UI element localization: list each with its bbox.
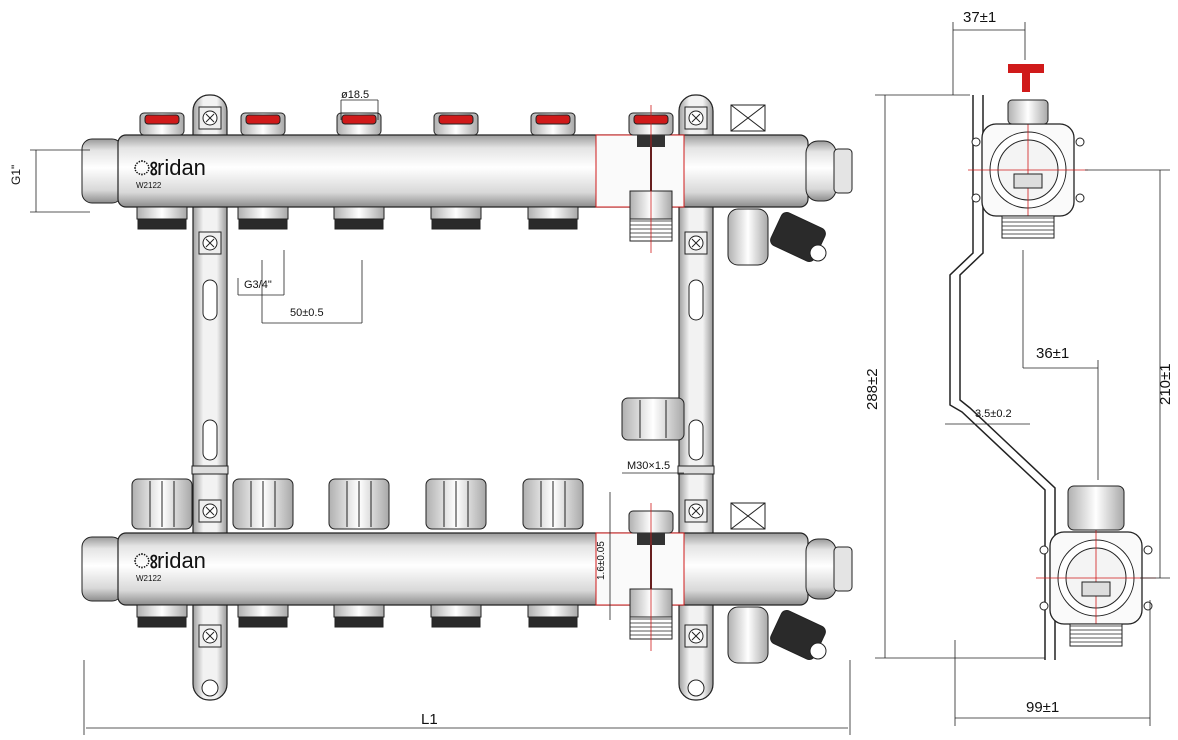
bracket-clamp (677, 465, 715, 475)
outlet-pitch-label: 50±0.5 (290, 307, 324, 319)
end-cap (805, 538, 837, 600)
outlet-thread (334, 218, 384, 230)
bolt-cross (205, 506, 215, 516)
outlet-thread (431, 218, 481, 230)
drain-cap (809, 642, 827, 660)
ridan-logo-bottom: ଃ ridan W2122 (134, 548, 206, 583)
manifold-body (117, 134, 809, 208)
bolt-cross (691, 506, 701, 516)
brand-model-top: W2122 (136, 181, 162, 190)
red-cap-top (438, 114, 474, 125)
manifold-body (117, 532, 809, 606)
outlet-thread (137, 218, 187, 230)
side-thread (1069, 623, 1123, 647)
outlet-thread (431, 616, 481, 628)
red-cap-top (535, 114, 571, 125)
red-cap-top (245, 114, 281, 125)
total-depth-label: 99±1 (1026, 699, 1059, 716)
end-cap (805, 140, 837, 202)
outlet-nut (527, 206, 579, 220)
spare-nut (621, 397, 685, 441)
bracket-slot (202, 279, 218, 321)
outlet-nut (136, 604, 188, 618)
bolt-cross (205, 113, 215, 123)
bolt-cross (691, 238, 701, 248)
side-view (949, 64, 1156, 660)
bracket-offset-label: 37±1 (963, 9, 996, 26)
bracket-thickness-label: 3.5±0.2 (975, 408, 1012, 420)
ridan-logo-icon: ଃ (134, 551, 158, 573)
outlet-thread (137, 616, 187, 628)
side-bolt (1143, 545, 1153, 555)
outlet-nut (333, 604, 385, 618)
axis-distance-label: 210±1 (1157, 363, 1174, 405)
drain-cap (809, 244, 827, 262)
inlet-nipple (81, 138, 123, 204)
outlet-thread-label: G3/4" (244, 279, 272, 291)
end-plug (833, 148, 853, 194)
brand-model-bottom: W2122 (136, 574, 162, 583)
red-cap-top (341, 114, 377, 125)
side-bracket-inner (959, 95, 1056, 660)
side-thread (1001, 215, 1055, 239)
outlet-nut (237, 206, 289, 220)
bracket-slot (688, 419, 704, 461)
outlet-thread (238, 616, 288, 628)
side-bolt (1075, 193, 1085, 203)
bolt-cross (691, 113, 701, 123)
bolt-cross (205, 238, 215, 248)
outlet-thread (238, 218, 288, 230)
bracket-slot (688, 279, 704, 321)
side-bolt (1039, 545, 1049, 555)
t-handle-icon (1008, 64, 1044, 92)
side-flowmeter-nut (1067, 485, 1125, 531)
bolt-cross (205, 631, 215, 641)
outlet-nut (237, 604, 289, 618)
outlet-nut (333, 206, 385, 220)
total-height-label: 288±2 (864, 368, 881, 410)
bracket-hole (687, 679, 705, 697)
drain-valve (727, 606, 769, 664)
side-bracket (949, 95, 1046, 660)
cap-diameter-label: ø18.5 (341, 89, 369, 101)
inlet-thread-label: G1" (9, 165, 23, 185)
outlet-nut (430, 604, 482, 618)
vent-cross (730, 502, 766, 530)
front-view (81, 94, 853, 701)
side-bolt (1143, 601, 1153, 611)
ridan-logo-icon: ଃ (134, 158, 158, 180)
end-plug (833, 546, 853, 592)
vent-cross (730, 104, 766, 132)
bracket-clamp (191, 465, 229, 475)
drain-valve (727, 208, 769, 266)
total-length-label: L1 (421, 711, 438, 728)
outlet-offset-label: 36±1 (1036, 345, 1069, 362)
outlet-thread (528, 616, 578, 628)
outlet-nut (136, 206, 188, 220)
bracket-hole (201, 679, 219, 697)
outlet-thread (334, 616, 384, 628)
outlet-thread (528, 218, 578, 230)
side-bolt (1039, 601, 1049, 611)
brand-name-top: ridan (157, 155, 206, 180)
outlet-nut (527, 604, 579, 618)
outlet-nut (430, 206, 482, 220)
red-cap-top (144, 114, 180, 125)
valve-stroke-label: 1.6±0.05 (596, 541, 607, 580)
dimension-lines (30, 22, 1170, 735)
side-bolt (971, 193, 981, 203)
side-valve (1013, 173, 1043, 189)
valve-thread-label: M30×1.5 (627, 460, 670, 472)
bolt-cross (691, 631, 701, 641)
ridan-logo-top: ଃ ridan W2122 (134, 155, 206, 190)
side-valve (1081, 581, 1111, 597)
side-bolt (1075, 137, 1085, 147)
inlet-nipple (81, 536, 123, 602)
bracket-slot (202, 419, 218, 461)
brand-name-bottom: ridan (157, 548, 206, 573)
side-cap (1007, 99, 1049, 125)
side-bolt (971, 137, 981, 147)
